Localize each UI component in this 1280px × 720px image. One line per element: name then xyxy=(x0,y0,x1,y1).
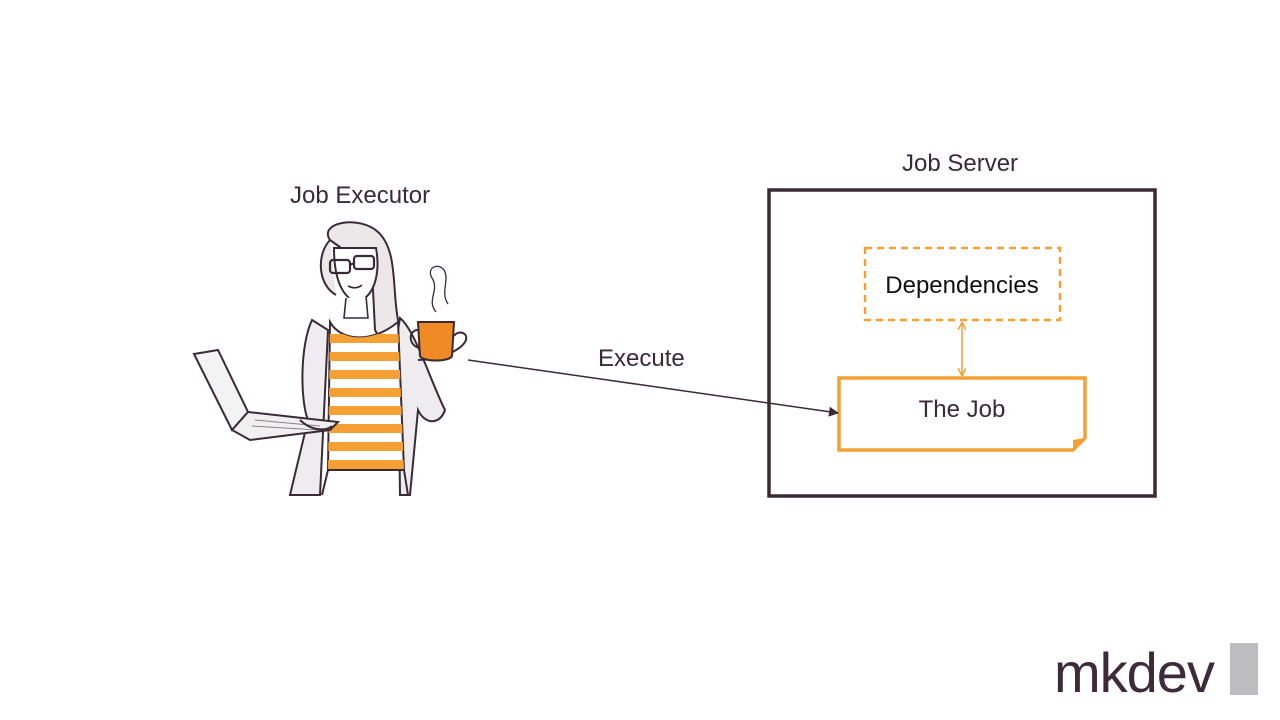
dependencies-label: Dependencies xyxy=(885,272,1038,299)
the-job-label: The Job xyxy=(919,396,1006,423)
dependencies-box xyxy=(863,246,1062,322)
execute-arrow xyxy=(467,359,839,417)
job-executor-illustration xyxy=(192,221,468,496)
mkdev-logo: mkdev xyxy=(1054,641,1215,704)
logo-bar xyxy=(1230,643,1258,695)
job-server-label: Job Server xyxy=(902,150,1019,177)
job-server-box xyxy=(767,188,1157,498)
folded-corner xyxy=(1073,438,1085,450)
execute-label: Execute xyxy=(598,345,685,372)
job-executor-label: Job Executor xyxy=(290,182,431,209)
